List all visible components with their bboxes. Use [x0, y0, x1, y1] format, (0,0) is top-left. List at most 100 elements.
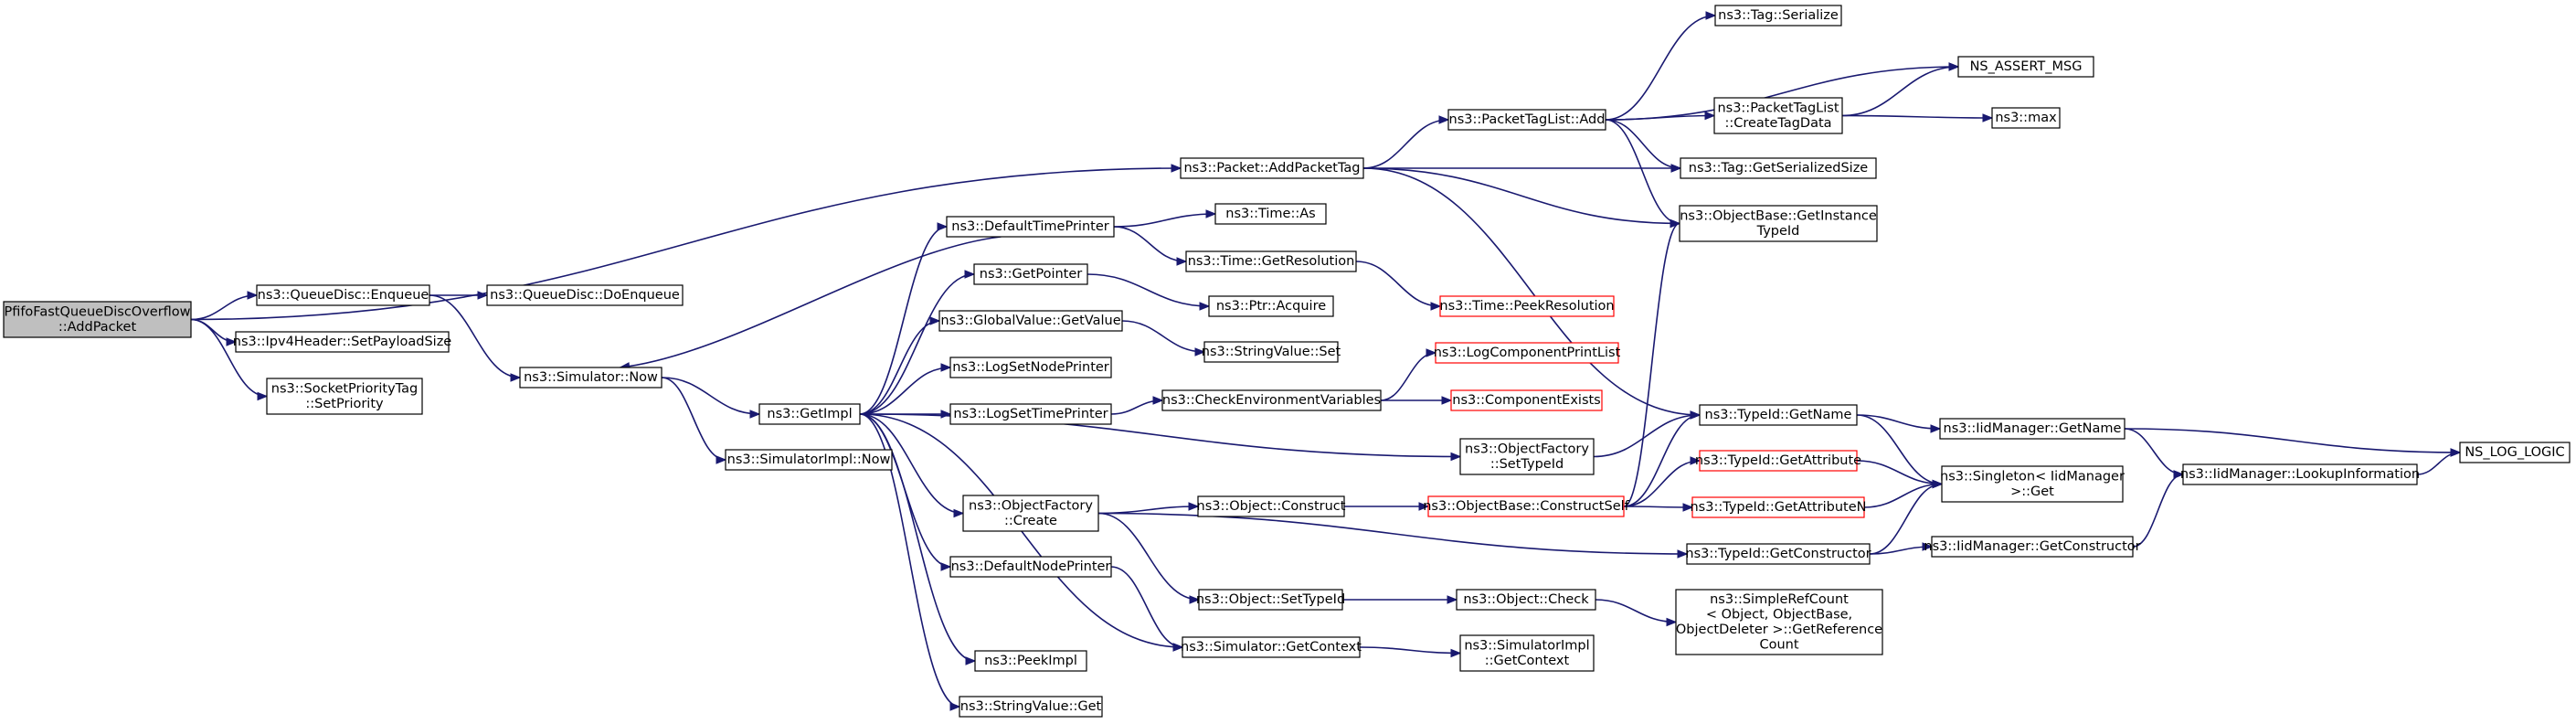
node-object-construct[interactable]: ns3::Object::Construct	[1197, 495, 1346, 517]
node-objfactory-settypeid[interactable]: ns3::ObjectFactory::SetTypeId	[1459, 438, 1595, 475]
node-qd-doenqueue[interactable]: ns3::QueueDisc::DoEnqueue	[486, 284, 684, 306]
node-box	[519, 367, 663, 389]
edge-root-to-qd-enqueue	[190, 294, 258, 321]
arrowhead	[1450, 452, 1462, 462]
edge-defaulttimeprinter-to-sim-now	[620, 236, 1002, 368]
node-box	[1180, 157, 1364, 179]
node-sim-now[interactable]: ns3::Simulator::Now	[519, 367, 663, 389]
node-ns-assert-msg[interactable]: NS_ASSERT_MSG	[1957, 56, 2094, 78]
node-ns-log-logic[interactable]: NS_LOG_LOGIC	[2459, 442, 2571, 463]
node-box	[946, 216, 1115, 238]
edge-checkenv-to-logcompprintlist	[1380, 352, 1436, 401]
edge-typeid-getattributen-to-singleton-get	[1863, 483, 1943, 508]
node-label: ns3::Ptr::Acquire	[1216, 299, 1326, 314]
edge-objbase-constructself-to-objbase-getinstance	[1623, 222, 1680, 507]
edge-object-check-to-simplerefcount	[1595, 599, 1677, 623]
node-simimpl-now[interactable]: ns3::SimulatorImpl::Now	[725, 449, 893, 471]
edge-iidmgr-getname-to-ns-log-logic	[2124, 428, 2461, 453]
node-typeid-getattribute[interactable]: ns3::TypeId::GetAttribute	[1695, 450, 1861, 472]
node-simplerefcount[interactable]: ns3::SimpleRefCount< Object, ObjectBase,…	[1675, 589, 1883, 655]
node-packettaglist-add[interactable]: ns3::PacketTagList::Add	[1447, 109, 1606, 131]
nodes-layer: PfifoFastQueueDiscOverflow::AddPacketns3…	[3, 5, 2571, 718]
node-box	[2182, 463, 2418, 485]
arrowhead	[1682, 503, 1694, 512]
node-defaultnodeprinter[interactable]: ns3::DefaultNodePrinter	[949, 556, 1112, 578]
node-box	[938, 310, 1123, 332]
arrowhead	[749, 410, 761, 419]
node-logsettimeprinter[interactable]: ns3::LogSetTimePrinter	[949, 403, 1112, 425]
node-box	[1680, 157, 1877, 179]
node-object-settypeid[interactable]: ns3::Object::SetTypeId	[1196, 589, 1345, 611]
node-box	[962, 495, 1099, 532]
node-time-getres[interactable]: ns3::Time::GetResolution	[1185, 250, 1357, 272]
edge-sim-now-to-simimpl-now	[661, 377, 726, 461]
node-label: ns3::GlobalValue::GetValue	[940, 314, 1120, 328]
node-box	[1439, 295, 1615, 317]
node-typeid-getname[interactable]: ns3::TypeId::GetName	[1699, 404, 1858, 426]
node-singleton-get[interactable]: ns3::Singleton< IidManager>::Get	[1940, 465, 2125, 503]
node-label: ns3::LogSetTimePrinter	[953, 407, 1108, 421]
edge-getimpl-to-globalvalue-get	[859, 320, 940, 415]
node-box	[1197, 495, 1345, 517]
arrowhead	[964, 270, 976, 279]
arrowhead	[257, 391, 269, 401]
arrowhead	[1450, 648, 1462, 658]
node-stringvalue-set[interactable]: ns3::StringValue::Set	[1202, 341, 1341, 363]
node-globalvalue-get[interactable]: ns3::GlobalValue::GetValue	[938, 310, 1123, 332]
node-logsetnodeprinter[interactable]: ns3::LogSetNodePrinter	[949, 357, 1112, 378]
node-label: ns3::LogSetNodePrinter	[952, 360, 1109, 375]
node-simimpl-getcontext[interactable]: ns3::SimulatorImpl::GetContext	[1459, 634, 1595, 672]
node-box	[256, 284, 430, 306]
node-defaulttimeprinter[interactable]: ns3::DefaultTimePrinter	[946, 216, 1115, 238]
node-objbase-constructself[interactable]: ns3::ObjectBase::ConstructSelf	[1423, 495, 1630, 517]
arrowhead	[2173, 470, 2185, 479]
edge-defaulttimeprinter-to-time-as	[1113, 213, 1216, 228]
node-iidmgr-lookup[interactable]: ns3::IidManager::LookupInformation	[2180, 463, 2420, 485]
node-getpointer[interactable]: ns3::GetPointer	[973, 263, 1088, 285]
node-time-as[interactable]: ns3::Time::As	[1214, 203, 1327, 225]
edge-defaulttimeprinter-to-time-getres	[1113, 226, 1187, 262]
node-ipv4-setpayload[interactable]: ns3::Ipv4Header::SetPayloadSize	[233, 331, 452, 353]
node-objfactory-create[interactable]: ns3::ObjectFactory::Create	[962, 495, 1099, 532]
node-label: ns3::Object::SetTypeId	[1196, 592, 1345, 607]
node-packet-addtag[interactable]: ns3::Packet::AddPacketTag	[1180, 157, 1364, 179]
node-root[interactable]: PfifoFastQueueDiscOverflow::AddPacket	[3, 301, 192, 338]
node-label: Count	[1759, 637, 1798, 652]
node-box	[1939, 418, 2125, 440]
node-checkenv[interactable]: ns3::CheckEnvironmentVariables	[1161, 389, 1382, 411]
node-logcompprintlist[interactable]: ns3::LogComponentPrintList	[1434, 342, 1621, 364]
node-typeid-getconstructor[interactable]: ns3::TypeId::GetConstructor	[1685, 543, 1871, 565]
node-label: ::SetTypeId	[1490, 457, 1564, 472]
node-label: PfifoFastQueueDiscOverflow	[4, 304, 190, 319]
node-label: ::SetPriority	[305, 397, 384, 411]
node-packettaglist-create[interactable]: ns3::PacketTagList::CreateTagData	[1713, 97, 1843, 134]
arrowhead	[1194, 347, 1206, 357]
node-tag-getsersize[interactable]: ns3::Tag::GetSerializedSize	[1680, 157, 1877, 179]
node-sim-getcontext[interactable]: ns3::Simulator::GetContext	[1181, 636, 1362, 658]
arrowhead	[1205, 209, 1217, 218]
node-iidmgr-getconstructor[interactable]: ns3::IidManager::GetConstructor	[1924, 536, 2141, 558]
node-socketprio[interactable]: ns3::SocketPriorityTag::SetPriority	[266, 378, 423, 415]
arrowhead	[1152, 396, 1164, 405]
edge-packettaglist-create-to-ns-assert-msg	[1841, 66, 1959, 117]
node-qd-enqueue[interactable]: ns3::QueueDisc::Enqueue	[256, 284, 430, 306]
node-ns3-max[interactable]: ns3::max	[1991, 107, 2061, 129]
node-iidmgr-getname[interactable]: ns3::IidManager::GetName	[1939, 418, 2125, 440]
edge-packet-addtag-to-objbase-getinstance	[1362, 167, 1680, 225]
arrowhead	[1704, 111, 1716, 121]
node-ptr-acquire[interactable]: ns3::Ptr::Acquire	[1208, 295, 1334, 317]
node-stringvalue-get[interactable]: ns3::StringValue::Get	[959, 696, 1103, 718]
node-componentexists[interactable]: ns3::ComponentExists	[1450, 389, 1603, 411]
node-typeid-getattributen[interactable]: ns3::TypeId::GetAttributeN	[1690, 496, 1867, 518]
node-tag-serialize[interactable]: ns3::Tag::Serialize	[1714, 5, 1842, 27]
node-box	[1427, 495, 1625, 517]
edge-globalvalue-get-to-stringvalue-set	[1121, 320, 1205, 353]
node-getimpl[interactable]: ns3::GetImpl	[758, 403, 861, 425]
node-box	[2459, 442, 2571, 463]
node-peekimpl[interactable]: ns3::PeekImpl	[974, 650, 1087, 672]
arrowhead	[716, 455, 727, 464]
node-time-peekres[interactable]: ns3::Time::PeekResolution	[1439, 295, 1615, 317]
node-object-check[interactable]: ns3::Object::Check	[1456, 589, 1596, 611]
node-box	[1991, 107, 2061, 129]
